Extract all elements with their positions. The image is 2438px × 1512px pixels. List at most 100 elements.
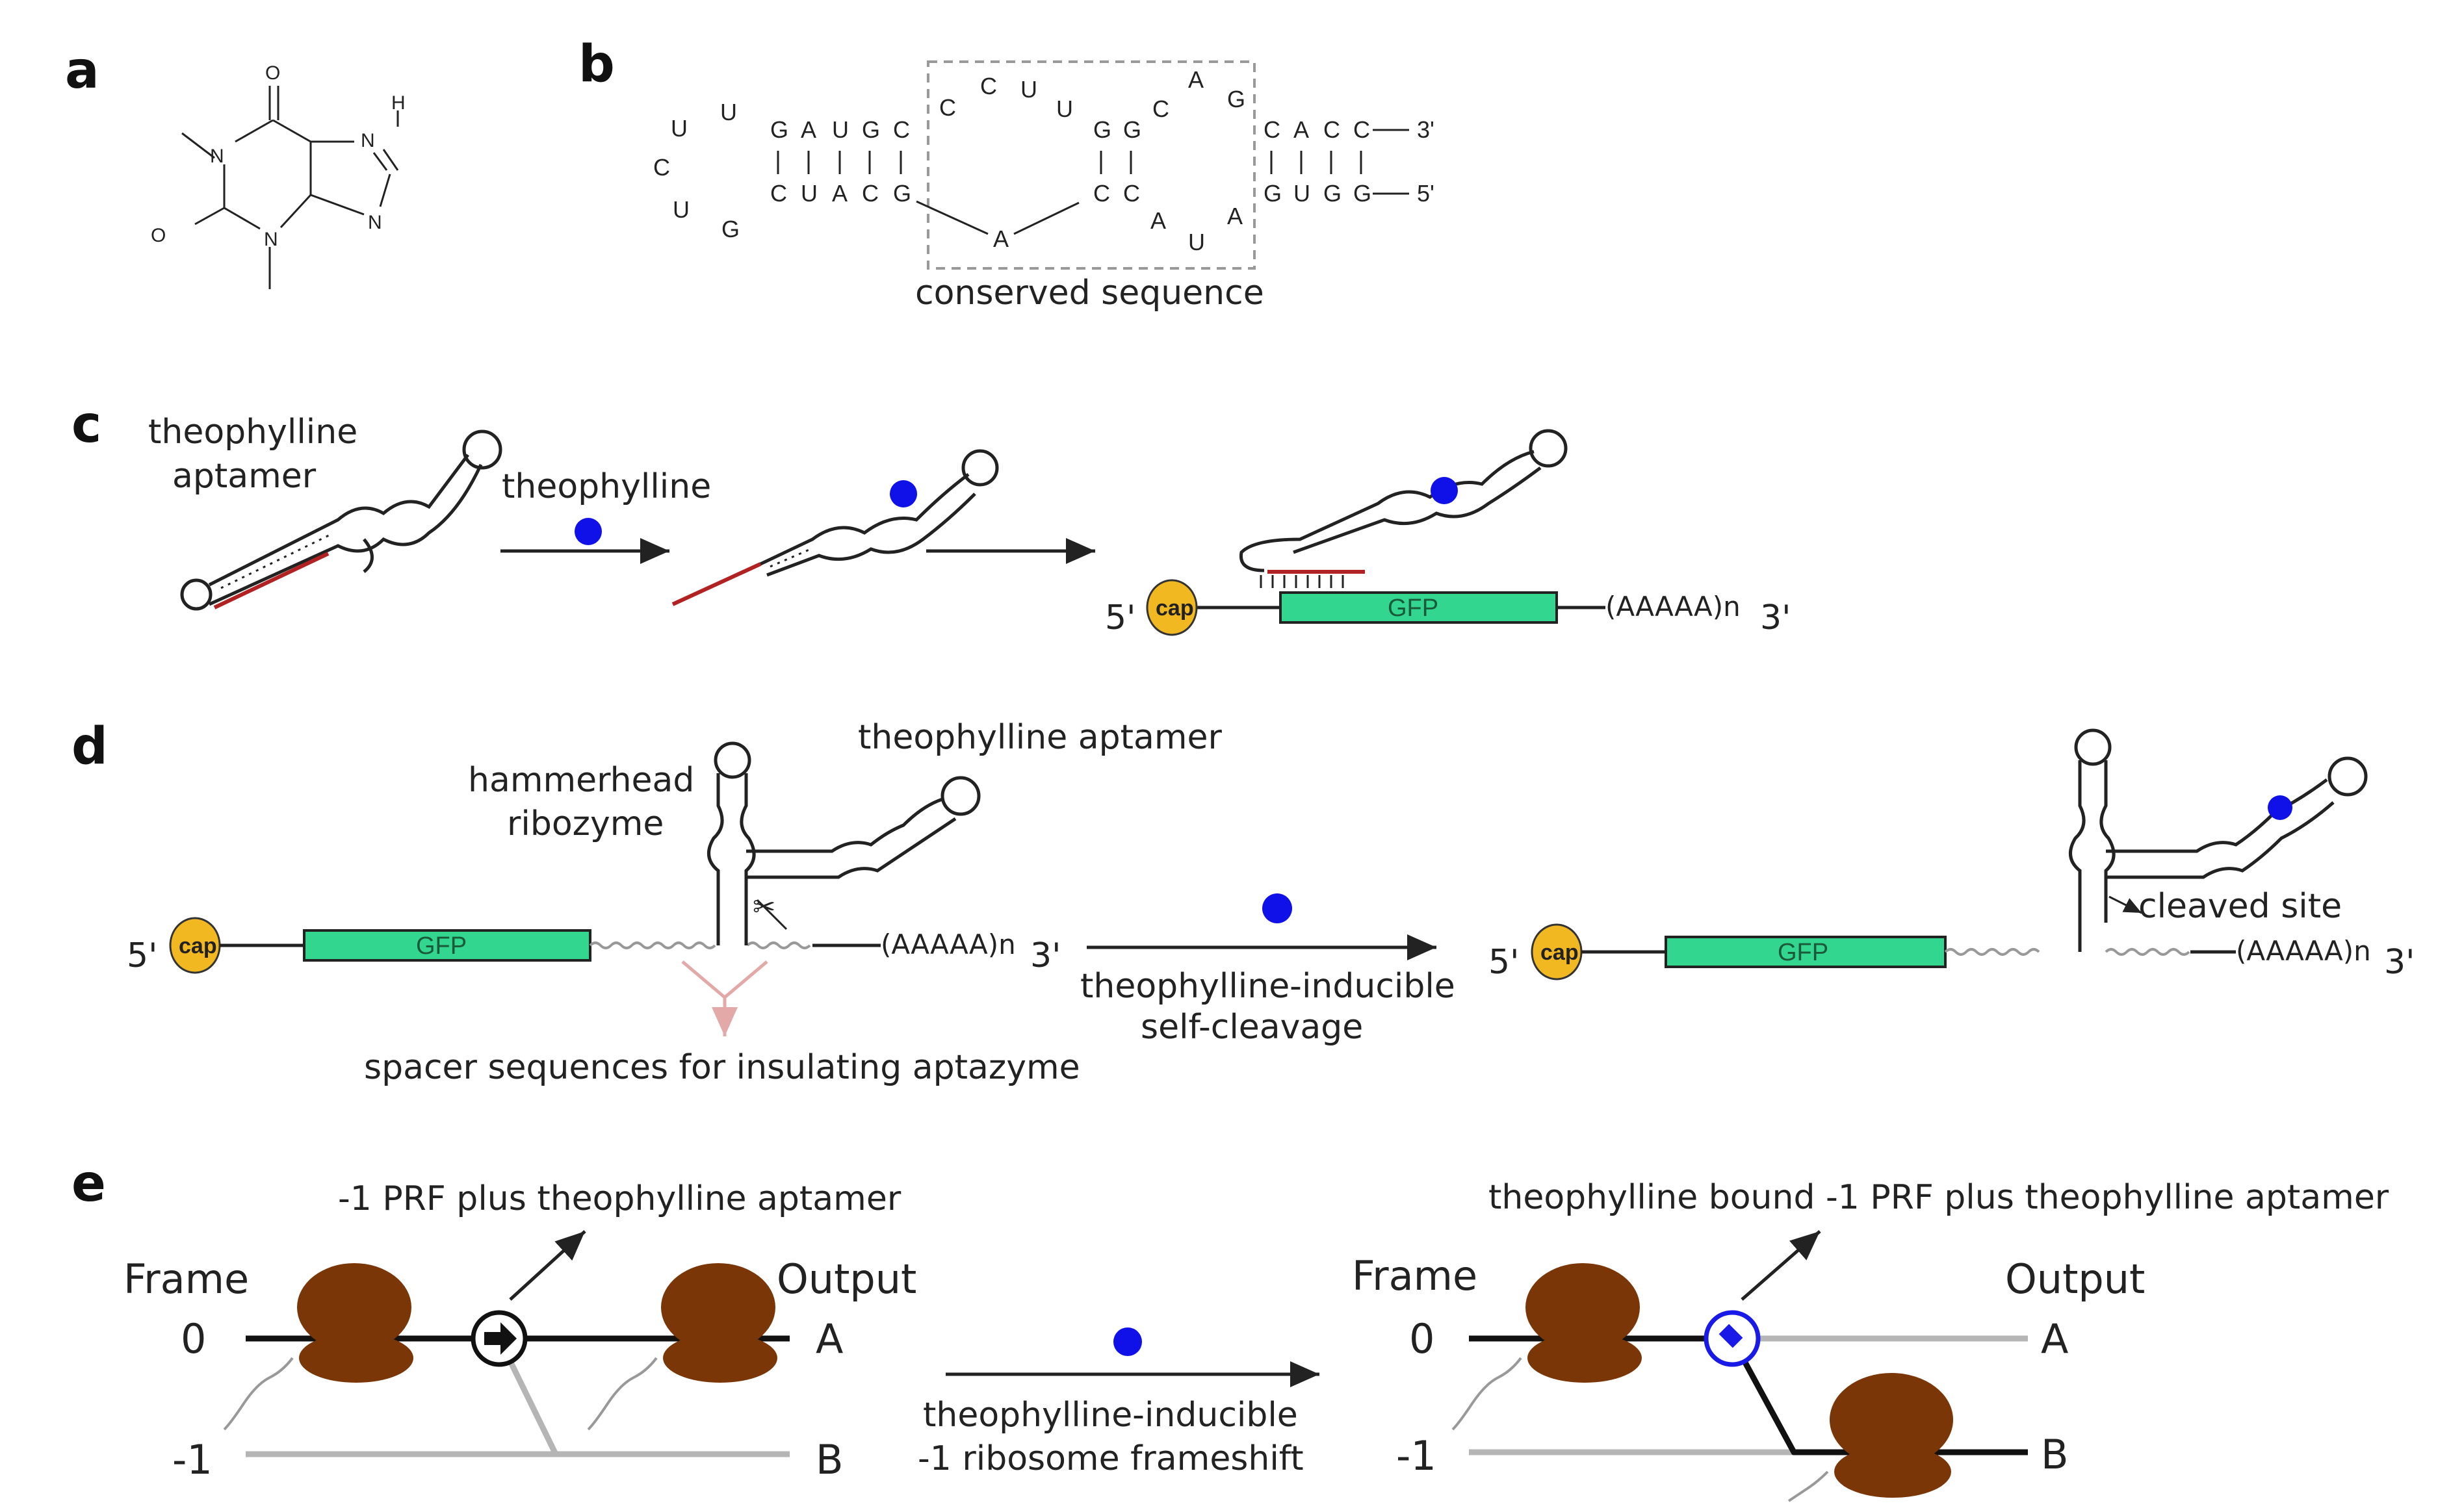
panel-e-letter: e bbox=[71, 1155, 106, 1213]
nucleotide: G bbox=[721, 216, 740, 242]
nucleotide: G bbox=[770, 116, 788, 143]
nucleotide: U bbox=[720, 99, 737, 125]
polya-label-d-left: (AAAAA)n bbox=[881, 929, 1016, 960]
panel-b: b U U C U G G A U G C C U A C G bbox=[578, 35, 1434, 313]
output-b-left: B bbox=[816, 1436, 844, 1483]
ribosome-right-1 bbox=[1525, 1263, 1640, 1352]
output-a-right: A bbox=[2041, 1315, 2068, 1363]
atom-o-left: O bbox=[151, 225, 166, 246]
spacer-callout bbox=[681, 960, 768, 1036]
nucleotide: G bbox=[1123, 116, 1141, 143]
nucleotide: U bbox=[673, 196, 690, 223]
frameshift-right: Frame Output 0 -1 A B bbox=[1352, 1252, 2145, 1502]
nucleotide: C bbox=[939, 94, 956, 121]
panel-d-letter: d bbox=[71, 717, 108, 776]
nucleotide: A bbox=[1188, 66, 1204, 93]
three-prime-c: 3' bbox=[1760, 598, 1791, 637]
mrna-gfp-c: GFP (AAAAA)n cap 5' 3' bbox=[1105, 429, 1791, 637]
five-prime-d-right: 5' bbox=[1488, 943, 1519, 982]
panel-b-letter: b bbox=[578, 35, 615, 94]
conserved-sequence-label: conserved sequence bbox=[915, 274, 1264, 313]
frame-minus1-right: -1 bbox=[1396, 1432, 1436, 1480]
gfp-gene-d-left bbox=[303, 929, 591, 962]
scissors-icon: ✂ bbox=[753, 891, 775, 923]
aptamer-label-line2: aptamer bbox=[172, 457, 317, 496]
arrow-label-e-line1: theophylline-inducible bbox=[923, 1396, 1298, 1435]
cap-label-c: cap bbox=[1156, 596, 1194, 621]
gfp-label-d-right: GFP bbox=[1778, 939, 1828, 966]
gfp-gene-d-right bbox=[1665, 936, 1947, 968]
nucleotide: G bbox=[893, 180, 911, 207]
output-a-left: A bbox=[816, 1315, 843, 1363]
output-b-right: B bbox=[2041, 1431, 2069, 1478]
frameshift-left: Frame Output 0 -1 A B bbox=[123, 1255, 916, 1483]
ribozyme-label-line1: hammerhead bbox=[468, 761, 694, 800]
ribozyme-label-line2: ribozyme bbox=[507, 804, 664, 843]
nucleotide: A bbox=[1293, 116, 1309, 143]
cap-label-d-left: cap bbox=[179, 934, 217, 958]
three-prime-end: 3' bbox=[1417, 116, 1434, 143]
cap-c bbox=[1146, 579, 1198, 636]
panel-c: c theophylline aptamer theophylline bbox=[71, 396, 1791, 637]
panel-e: e -1 PRF plus theophylline aptamer Frame… bbox=[71, 1155, 2389, 1502]
frame-zero-right: 0 bbox=[1409, 1315, 1434, 1363]
nucleotide: A bbox=[1150, 207, 1166, 234]
theophylline-structure: O N H N N N O bbox=[151, 62, 406, 289]
nucleotide: C bbox=[653, 154, 670, 181]
cleaved-site-label: cleaved site bbox=[2138, 887, 2342, 926]
panel-c-letter: c bbox=[71, 396, 101, 454]
aptamer-hairpin-left bbox=[180, 429, 502, 611]
three-prime-d-left: 3' bbox=[1030, 936, 1061, 975]
nucleotide: U bbox=[801, 180, 818, 207]
gfp-label-d-left: GFP bbox=[416, 932, 467, 960]
rna-sequence: U U C U G G A U G C C U A C G C bbox=[653, 60, 1434, 270]
frame-minus1-left: -1 bbox=[172, 1436, 213, 1483]
nucleotide: C bbox=[770, 180, 787, 207]
three-prime-d-right: 3' bbox=[2384, 943, 2415, 982]
cap-label-d-right: cap bbox=[1540, 940, 1579, 965]
nucleotide: G bbox=[1353, 180, 1371, 207]
panel-a: a O N H N N N O bbox=[65, 42, 406, 289]
frame-label-right: Frame bbox=[1352, 1252, 1477, 1300]
bound-ligand-icon bbox=[1718, 1324, 1743, 1348]
nucleotide: U bbox=[1188, 229, 1205, 255]
nucleotide: U bbox=[671, 115, 688, 142]
nucleotide: C bbox=[1323, 116, 1340, 143]
nucleotide: A bbox=[832, 180, 848, 207]
output-label-right: Output bbox=[2005, 1255, 2145, 1303]
nucleotide: U bbox=[1020, 76, 1037, 103]
nucleotide: U bbox=[1056, 96, 1073, 122]
frame-zero-left: 0 bbox=[181, 1315, 206, 1363]
nucleotide: U bbox=[832, 116, 849, 143]
frame-label-left: Frame bbox=[123, 1255, 249, 1303]
atom-n7: N bbox=[361, 130, 375, 151]
ligand-label: theophylline bbox=[502, 467, 711, 506]
mrna-uncleaved: 5' cap GFP (AAAAA)n 3' ✂ bbox=[127, 741, 1061, 975]
spacer-label: spacer sequences for insulating aptazyme bbox=[364, 1048, 1080, 1087]
nucleotide: A bbox=[801, 116, 816, 143]
five-prime-d-left: 5' bbox=[127, 936, 157, 975]
aptamer-bound-middle bbox=[671, 449, 999, 606]
polya-label-c: (AAAAA)n bbox=[1605, 591, 1741, 622]
atom-n1: N bbox=[210, 146, 224, 167]
nucleotide: G bbox=[1227, 86, 1245, 112]
nucleotide: G bbox=[1264, 180, 1282, 207]
panel-d: d hammerhead ribozyme theophylline aptam… bbox=[71, 717, 2415, 1087]
arrow-right-icon bbox=[484, 1322, 517, 1355]
nucleotide: G bbox=[862, 116, 880, 143]
atom-n3: N bbox=[264, 229, 278, 250]
nucleotide: U bbox=[1293, 180, 1310, 207]
five-prime-end: 5' bbox=[1417, 180, 1434, 207]
left-title: -1 PRF plus theophylline aptamer bbox=[338, 1179, 901, 1218]
nucleotide: C bbox=[1264, 116, 1280, 143]
atom-n9: N bbox=[368, 212, 382, 233]
ribosome-left-2 bbox=[661, 1263, 775, 1352]
ribosome-left-1 bbox=[297, 1263, 411, 1352]
nucleotide: C bbox=[1353, 116, 1370, 143]
atom-o-top: O bbox=[265, 62, 280, 84]
aptamer-label-line1: theophylline bbox=[148, 413, 357, 452]
nucleotide: C bbox=[1152, 96, 1169, 122]
aptamer-label-d: theophylline aptamer bbox=[858, 718, 1222, 757]
nucleotide: C bbox=[893, 116, 910, 143]
